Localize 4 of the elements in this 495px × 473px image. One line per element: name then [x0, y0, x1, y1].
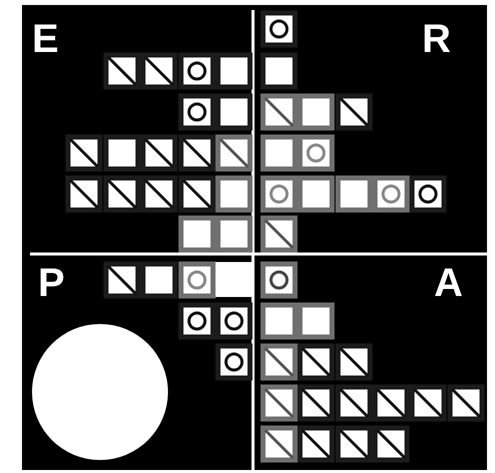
- quadrant-letter: R: [422, 19, 451, 59]
- quadrant-letter: E: [32, 19, 59, 59]
- quadrant-letter: P: [38, 263, 65, 303]
- quadrant-letter: A: [434, 263, 463, 303]
